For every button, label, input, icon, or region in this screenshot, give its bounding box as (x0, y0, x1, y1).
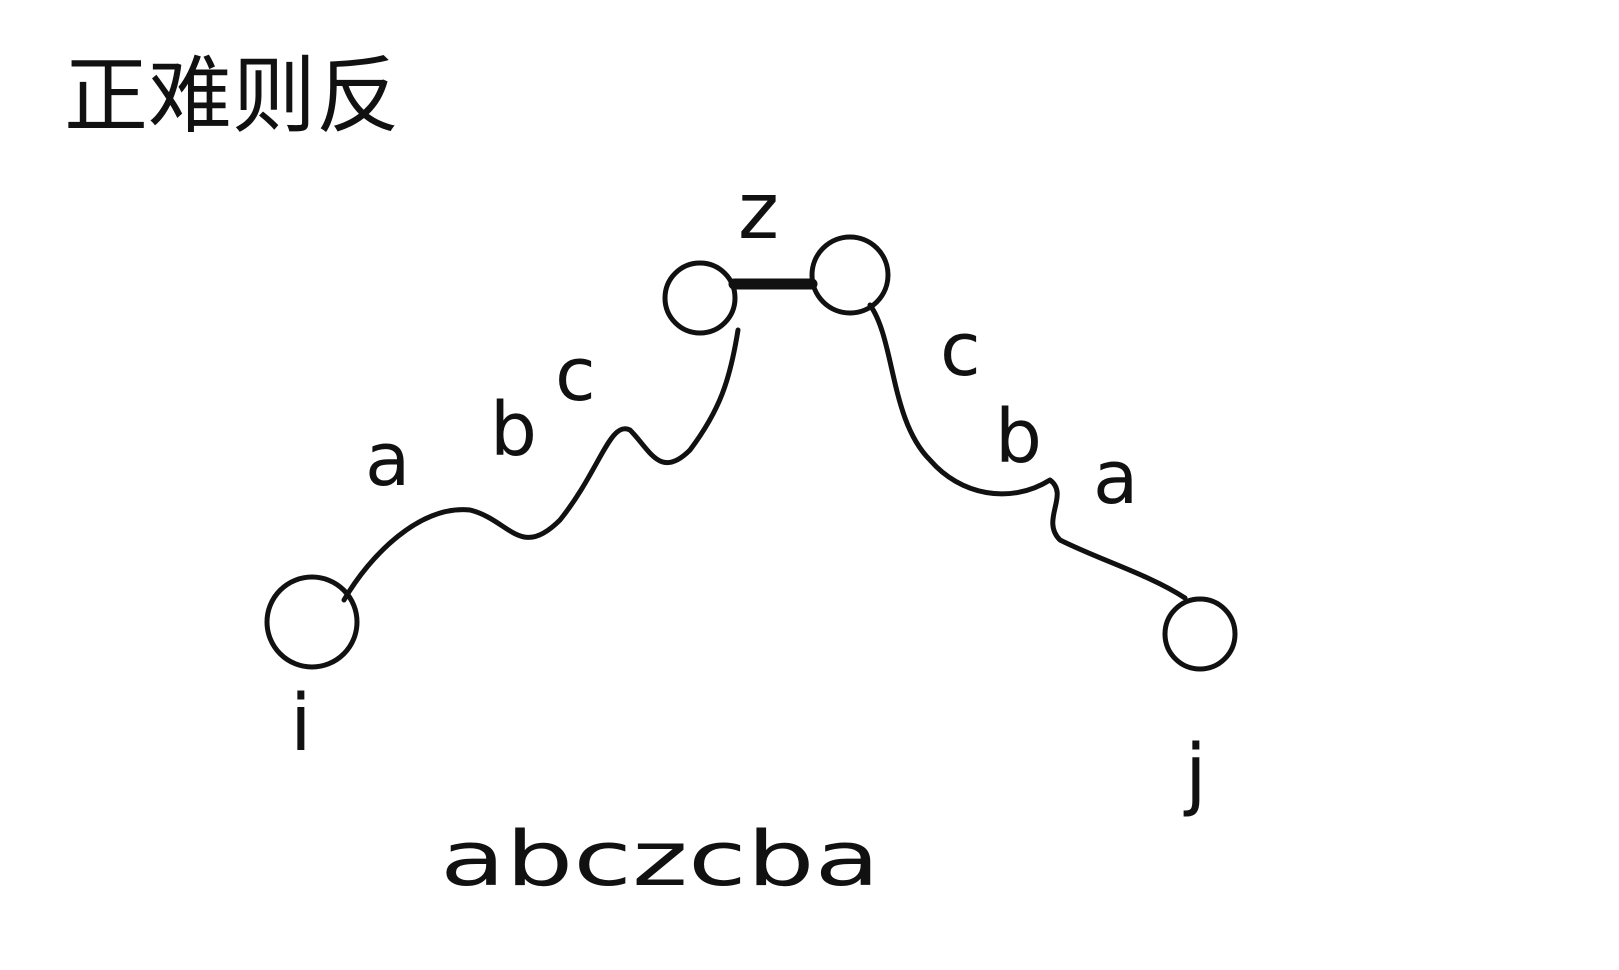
title-text: 正难则反 (64, 47, 400, 145)
node-left-peak-circle (662, 260, 738, 336)
node-i-label: i (290, 679, 312, 769)
left-letter-a: a (365, 417, 410, 503)
path-right (867, 302, 1188, 601)
right-letter-a: a (1093, 435, 1138, 521)
left-letter-c: c (555, 332, 596, 418)
node-z-label: z (738, 167, 779, 257)
node-j-circle (1162, 596, 1238, 672)
node-right-peak-circle (809, 234, 891, 316)
path-left (341, 327, 741, 603)
path-string: abczcba (440, 814, 880, 903)
node-j-label: j (1183, 729, 1207, 819)
node-i-circle (264, 574, 360, 670)
right-letter-c: c (940, 307, 981, 393)
left-letter-b: b (490, 387, 537, 473)
right-letter-b: b (995, 394, 1042, 480)
